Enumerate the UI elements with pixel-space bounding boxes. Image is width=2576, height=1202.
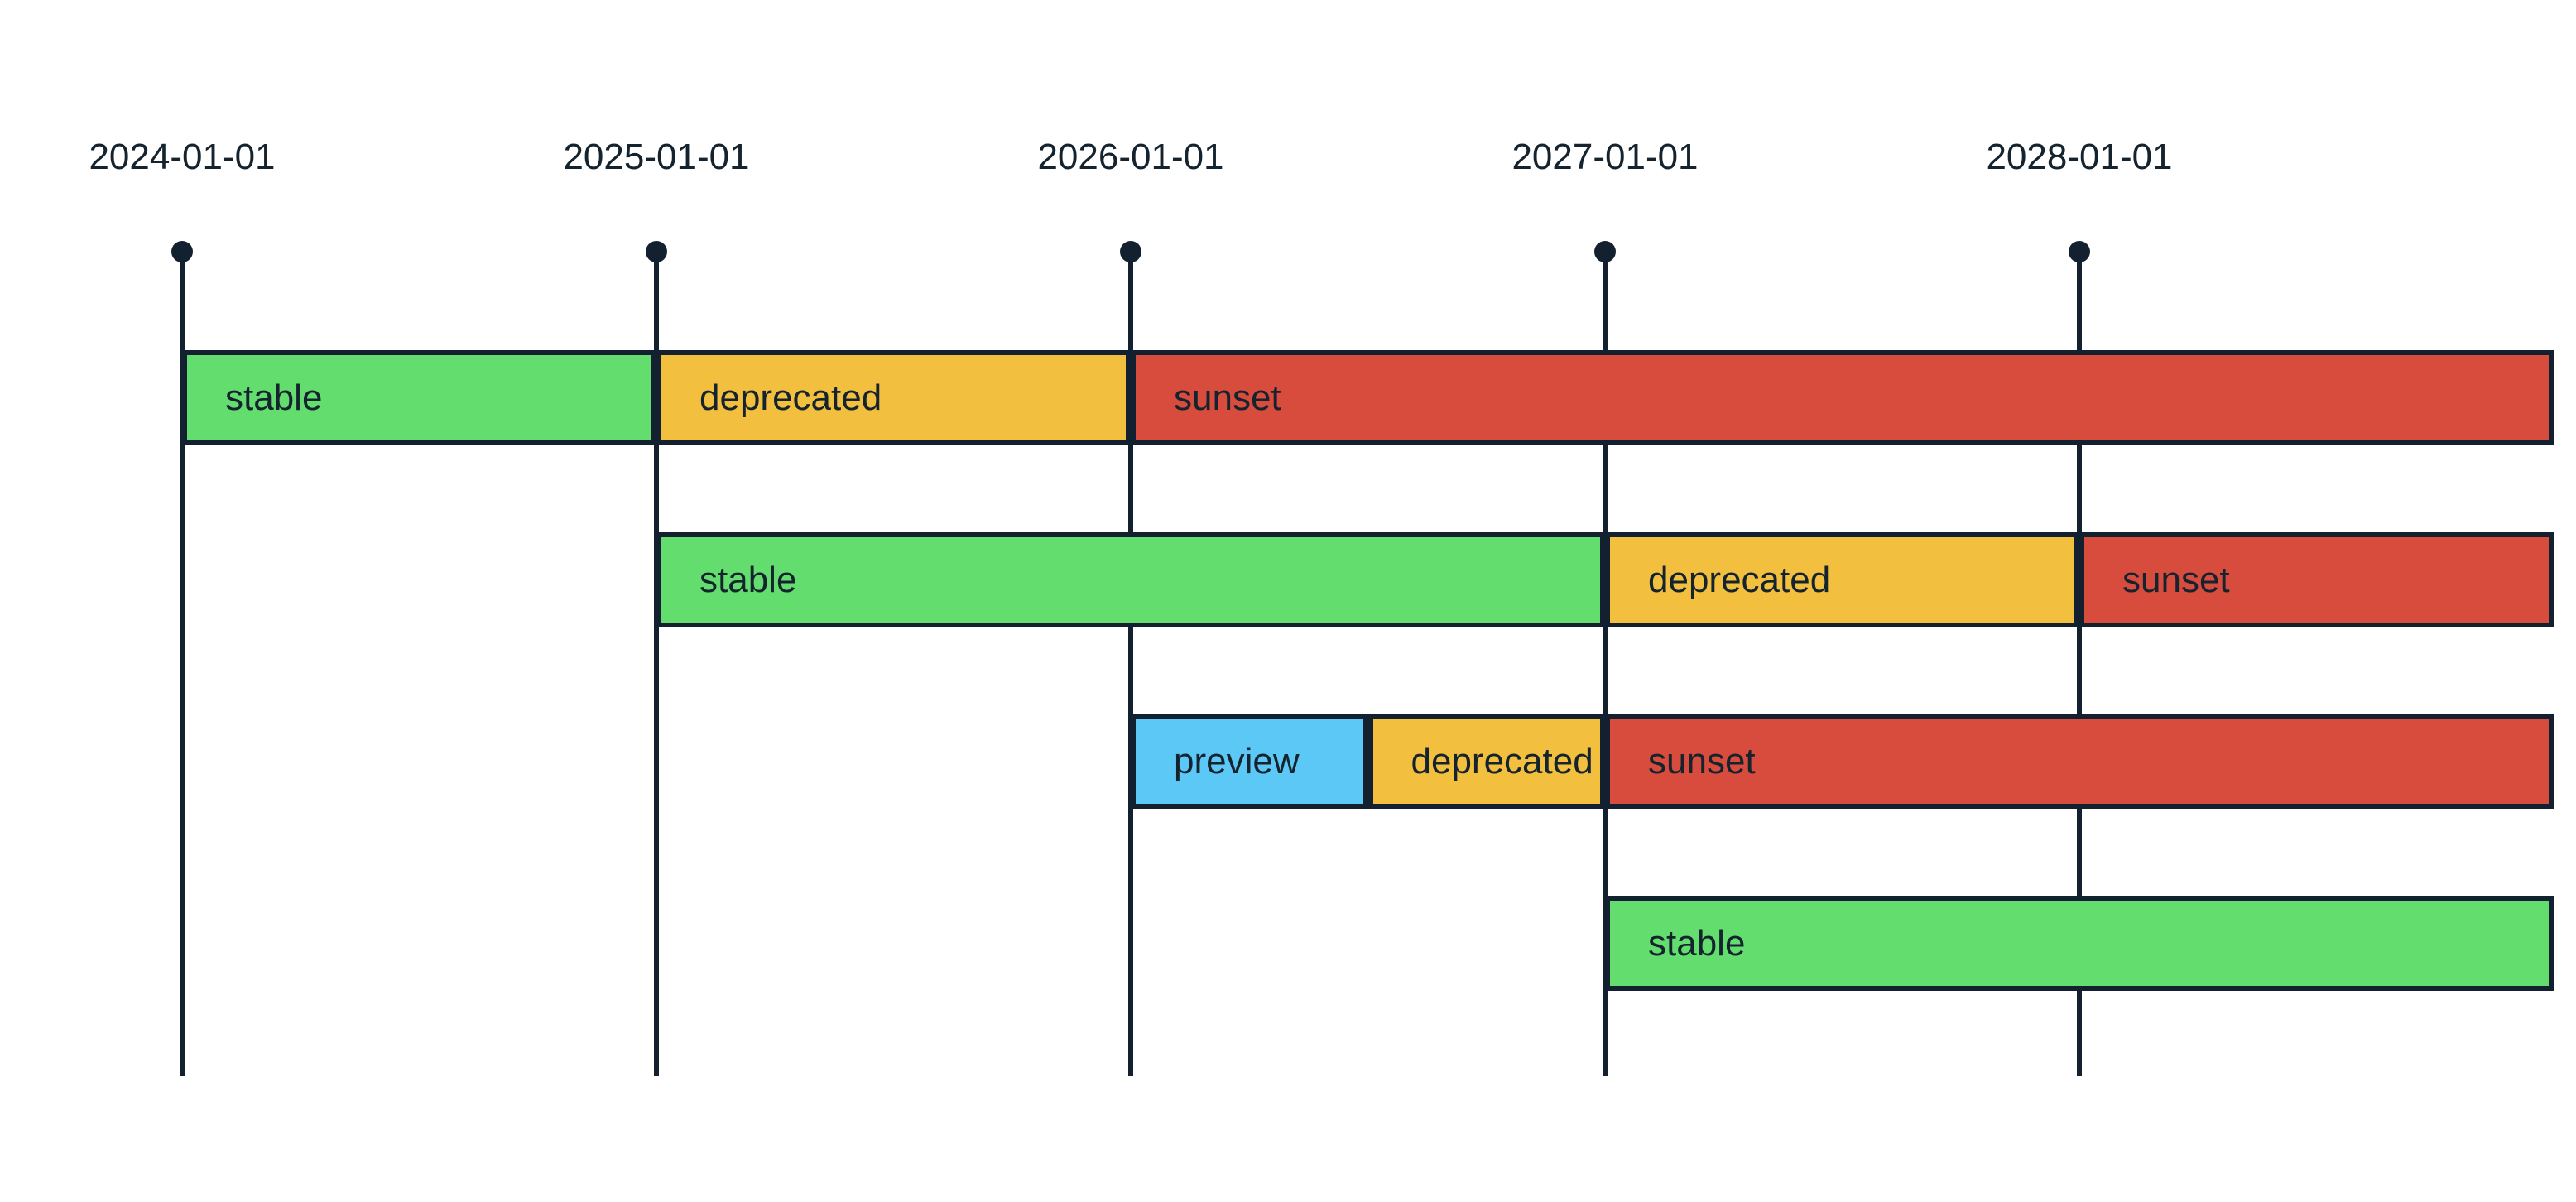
axis-gridline bbox=[1128, 252, 1133, 1076]
timeline-segment-stable[interactable]: stable bbox=[182, 350, 656, 445]
axis-tick-label: 2028-01-01 bbox=[1986, 137, 2173, 177]
timeline-segment-label: deprecated bbox=[699, 377, 882, 418]
axis-gridline bbox=[1603, 252, 1608, 1076]
timeline-segment-deprecated[interactable]: deprecated bbox=[656, 350, 1131, 445]
axis-gridline bbox=[180, 252, 185, 1076]
timeline-segment-label: sunset bbox=[1648, 740, 1756, 781]
axis-gridline bbox=[2077, 252, 2082, 1076]
timeline-row: stable bbox=[0, 896, 2576, 991]
timeline-segment-deprecated[interactable]: deprecated bbox=[1367, 714, 1605, 809]
timeline-segment-label: sunset bbox=[1174, 377, 1281, 418]
axis-tick-label: 2026-01-01 bbox=[1037, 137, 1224, 177]
timeline-row: stable deprecated sunset bbox=[0, 532, 2576, 627]
timeline-segment-stable[interactable]: stable bbox=[656, 532, 1605, 627]
axis-gridline bbox=[654, 252, 659, 1076]
timeline-segment-stable[interactable]: stable bbox=[1605, 896, 2554, 991]
axis-tick-label: 2024-01-01 bbox=[89, 137, 276, 177]
timeline-segment-preview[interactable]: preview bbox=[1131, 714, 1368, 809]
timeline-segment-label: stable bbox=[699, 559, 797, 600]
timeline-row: preview deprecated sunset bbox=[0, 714, 2576, 809]
timeline-segment-deprecated[interactable]: deprecated bbox=[1605, 532, 2079, 627]
timeline-segment-sunset[interactable]: sunset bbox=[2079, 532, 2554, 627]
timeline-segment-sunset[interactable]: sunset bbox=[1131, 350, 2554, 445]
timeline-segment-label: stable bbox=[225, 377, 323, 418]
axis-tick-label: 2025-01-01 bbox=[563, 137, 750, 177]
timeline-segment-label: stable bbox=[1648, 922, 1746, 964]
axis-tick-label: 2027-01-01 bbox=[1511, 137, 1699, 177]
timeline-segment-label: deprecated bbox=[1648, 559, 1831, 600]
timeline-row: stable deprecated sunset bbox=[0, 350, 2576, 445]
timeline-segment-label: preview bbox=[1174, 740, 1300, 781]
timeline-segment-sunset[interactable]: sunset bbox=[1605, 714, 2554, 809]
timeline-segment-label: sunset bbox=[2122, 559, 2230, 600]
timeline-segment-label: deprecated bbox=[1411, 740, 1593, 781]
